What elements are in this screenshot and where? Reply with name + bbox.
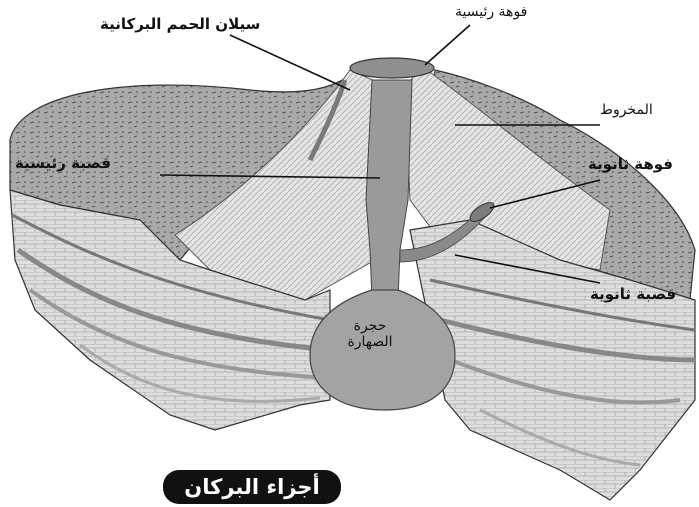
magma-chamber-line-1: حجرة bbox=[340, 318, 400, 334]
label-main-crater: فوهة رئيسية bbox=[455, 4, 527, 20]
leader-main-crater bbox=[425, 25, 470, 65]
label-cone: المخروط bbox=[600, 102, 653, 118]
leader-lava-flow bbox=[230, 35, 350, 90]
label-magma-chamber: حجرة الصهارة bbox=[340, 318, 400, 350]
label-secondary-vent: قصبة ثانوية bbox=[590, 285, 676, 303]
magma-chamber-line-2: الصهارة bbox=[340, 334, 400, 350]
label-lava-flow: سيلان الحمم البركانية bbox=[100, 15, 260, 33]
label-secondary-crater: فوهة ثانوية bbox=[588, 155, 673, 173]
diagram-title: أجزاء البركان bbox=[163, 470, 341, 504]
label-main-vent: قصبة رئيسية bbox=[15, 154, 111, 172]
main-vent-shape bbox=[366, 80, 412, 300]
main-crater-shape bbox=[350, 58, 434, 78]
